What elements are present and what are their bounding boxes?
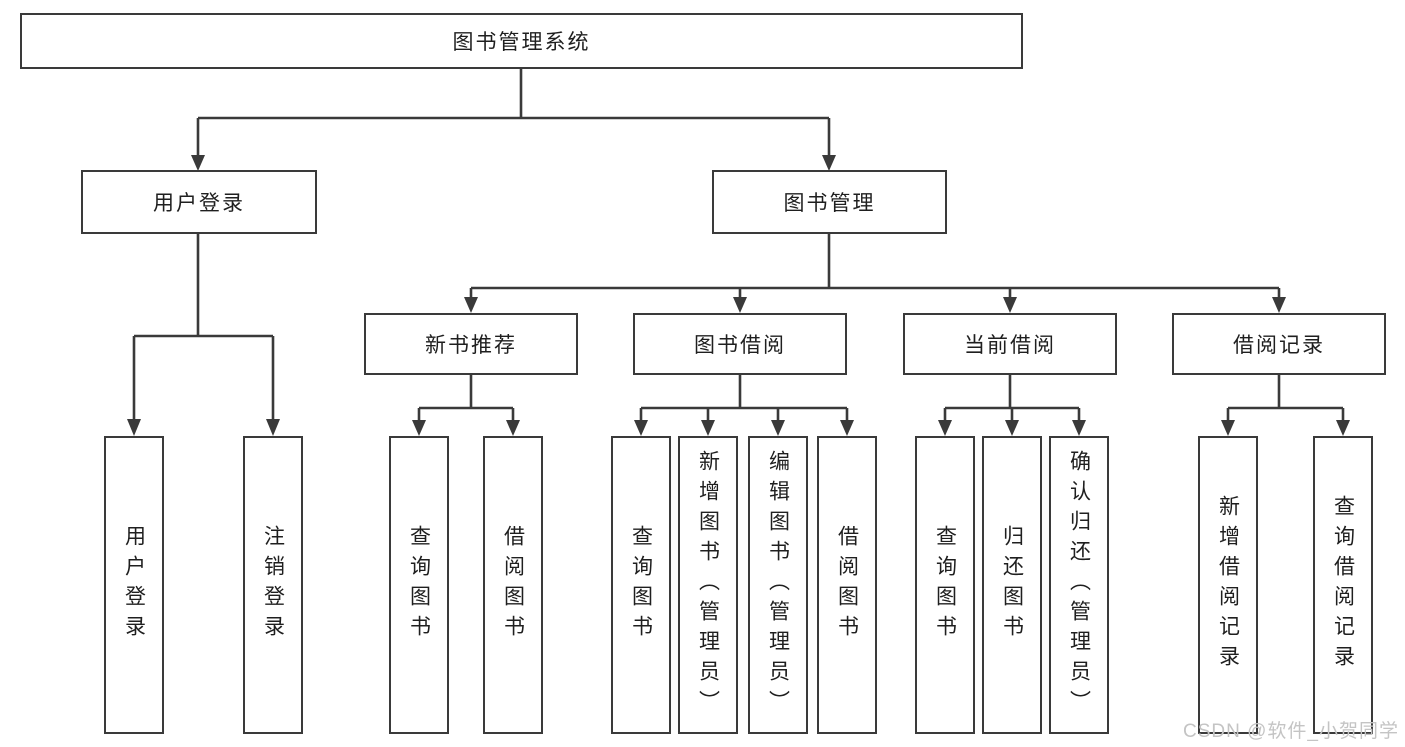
- leaf-borrow-books-label: 借阅图书: [835, 525, 859, 645]
- edges-book-management-to-level3: [464, 234, 1286, 313]
- leaf-query-borrow-record: 查询借阅记录: [1313, 436, 1373, 734]
- leaf-add-book-admin-label: 新增图书（管理员）: [696, 450, 720, 720]
- leaf-add-borrow-record: 新增借阅记录: [1198, 436, 1258, 734]
- node-user-login: 用户登录: [81, 170, 317, 234]
- leaf-query-books-current-label: 查询图书: [933, 525, 957, 645]
- leaf-logout-label: 注销登录: [261, 525, 285, 645]
- node-book-borrow-label: 图书借阅: [694, 334, 786, 357]
- edges-book-borrow-to-leaves: [634, 375, 854, 436]
- leaf-edit-book-admin: 编辑图书（管理员）: [748, 436, 808, 734]
- leaf-query-borrow-record-label: 查询借阅记录: [1331, 495, 1355, 675]
- node-current-borrow: 当前借阅: [903, 313, 1117, 375]
- leaf-user-login-label: 用户登录: [122, 525, 146, 645]
- leaf-edit-book-admin-label: 编辑图书（管理员）: [766, 450, 790, 720]
- node-book-borrow: 图书借阅: [633, 313, 847, 375]
- edges-root-to-level2: [191, 69, 836, 171]
- node-new-book-recommend-label: 新书推荐: [425, 334, 517, 357]
- edges-current-borrow-to-leaves: [938, 375, 1086, 436]
- node-book-management-label: 图书管理: [783, 192, 876, 215]
- csdn-watermark: CSDN @软件_小贺同学: [1183, 721, 1399, 742]
- leaf-query-books-recommend: 查询图书: [389, 436, 449, 734]
- leaf-confirm-return-admin: 确认归还（管理员）: [1049, 436, 1109, 734]
- leaf-borrow-books-recommend: 借阅图书: [483, 436, 543, 734]
- leaf-query-books-recommend-label: 查询图书: [407, 525, 431, 645]
- leaf-return-book-label: 归还图书: [1000, 525, 1024, 645]
- node-new-book-recommend: 新书推荐: [364, 313, 578, 375]
- leaf-query-books-borrow-label: 查询图书: [629, 525, 653, 645]
- leaf-query-books-borrow: 查询图书: [611, 436, 671, 734]
- node-root: 图书管理系统: [20, 13, 1023, 69]
- edges-user-login-to-leaves: [127, 234, 280, 436]
- leaf-logout: 注销登录: [243, 436, 303, 734]
- edges-borrow-records-to-leaves: [1221, 375, 1350, 436]
- leaf-confirm-return-admin-label: 确认归还（管理员）: [1067, 450, 1091, 720]
- edges-new-book-recommend-to-leaves: [412, 375, 520, 436]
- node-borrow-records-label: 借阅记录: [1233, 334, 1325, 357]
- node-root-label: 图书管理系统: [452, 31, 591, 54]
- node-book-management: 图书管理: [712, 170, 947, 234]
- leaf-add-book-admin: 新增图书（管理员）: [678, 436, 738, 734]
- leaf-return-book: 归还图书: [982, 436, 1042, 734]
- leaf-add-borrow-record-label: 新增借阅记录: [1216, 495, 1240, 675]
- leaf-borrow-books-recommend-label: 借阅图书: [501, 525, 525, 645]
- leaf-user-login: 用户登录: [104, 436, 164, 734]
- leaf-query-books-current: 查询图书: [915, 436, 975, 734]
- node-current-borrow-label: 当前借阅: [964, 334, 1056, 357]
- node-borrow-records: 借阅记录: [1172, 313, 1386, 375]
- leaf-borrow-books: 借阅图书: [817, 436, 877, 734]
- node-user-login-label: 用户登录: [153, 192, 245, 215]
